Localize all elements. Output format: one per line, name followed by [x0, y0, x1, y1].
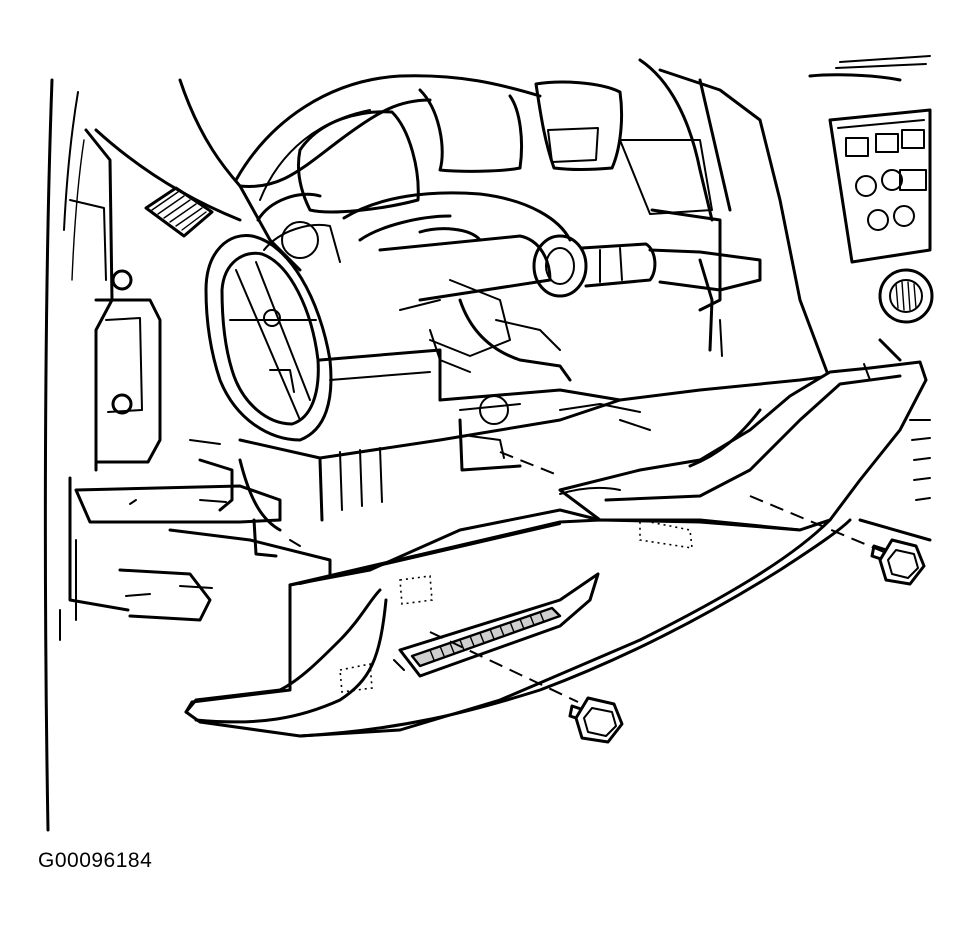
- bolt-lower: [568, 696, 624, 744]
- knee-bolster: [184, 360, 928, 738]
- a-pillar-edge: [43, 78, 85, 832]
- center-stack: [619, 55, 934, 382]
- alignment-lines: [429, 451, 885, 703]
- left-side-panel: [59, 128, 242, 641]
- side-vent: [144, 186, 214, 238]
- column-opening-bezel: [204, 233, 333, 442]
- right-trim: [858, 338, 932, 542]
- instrument-cluster: [178, 74, 624, 272]
- bolt-right: [870, 538, 926, 586]
- figure-id-label: G00096184: [38, 849, 153, 872]
- steering-column: [342, 191, 762, 382]
- lower-dash-structure: [189, 348, 862, 532]
